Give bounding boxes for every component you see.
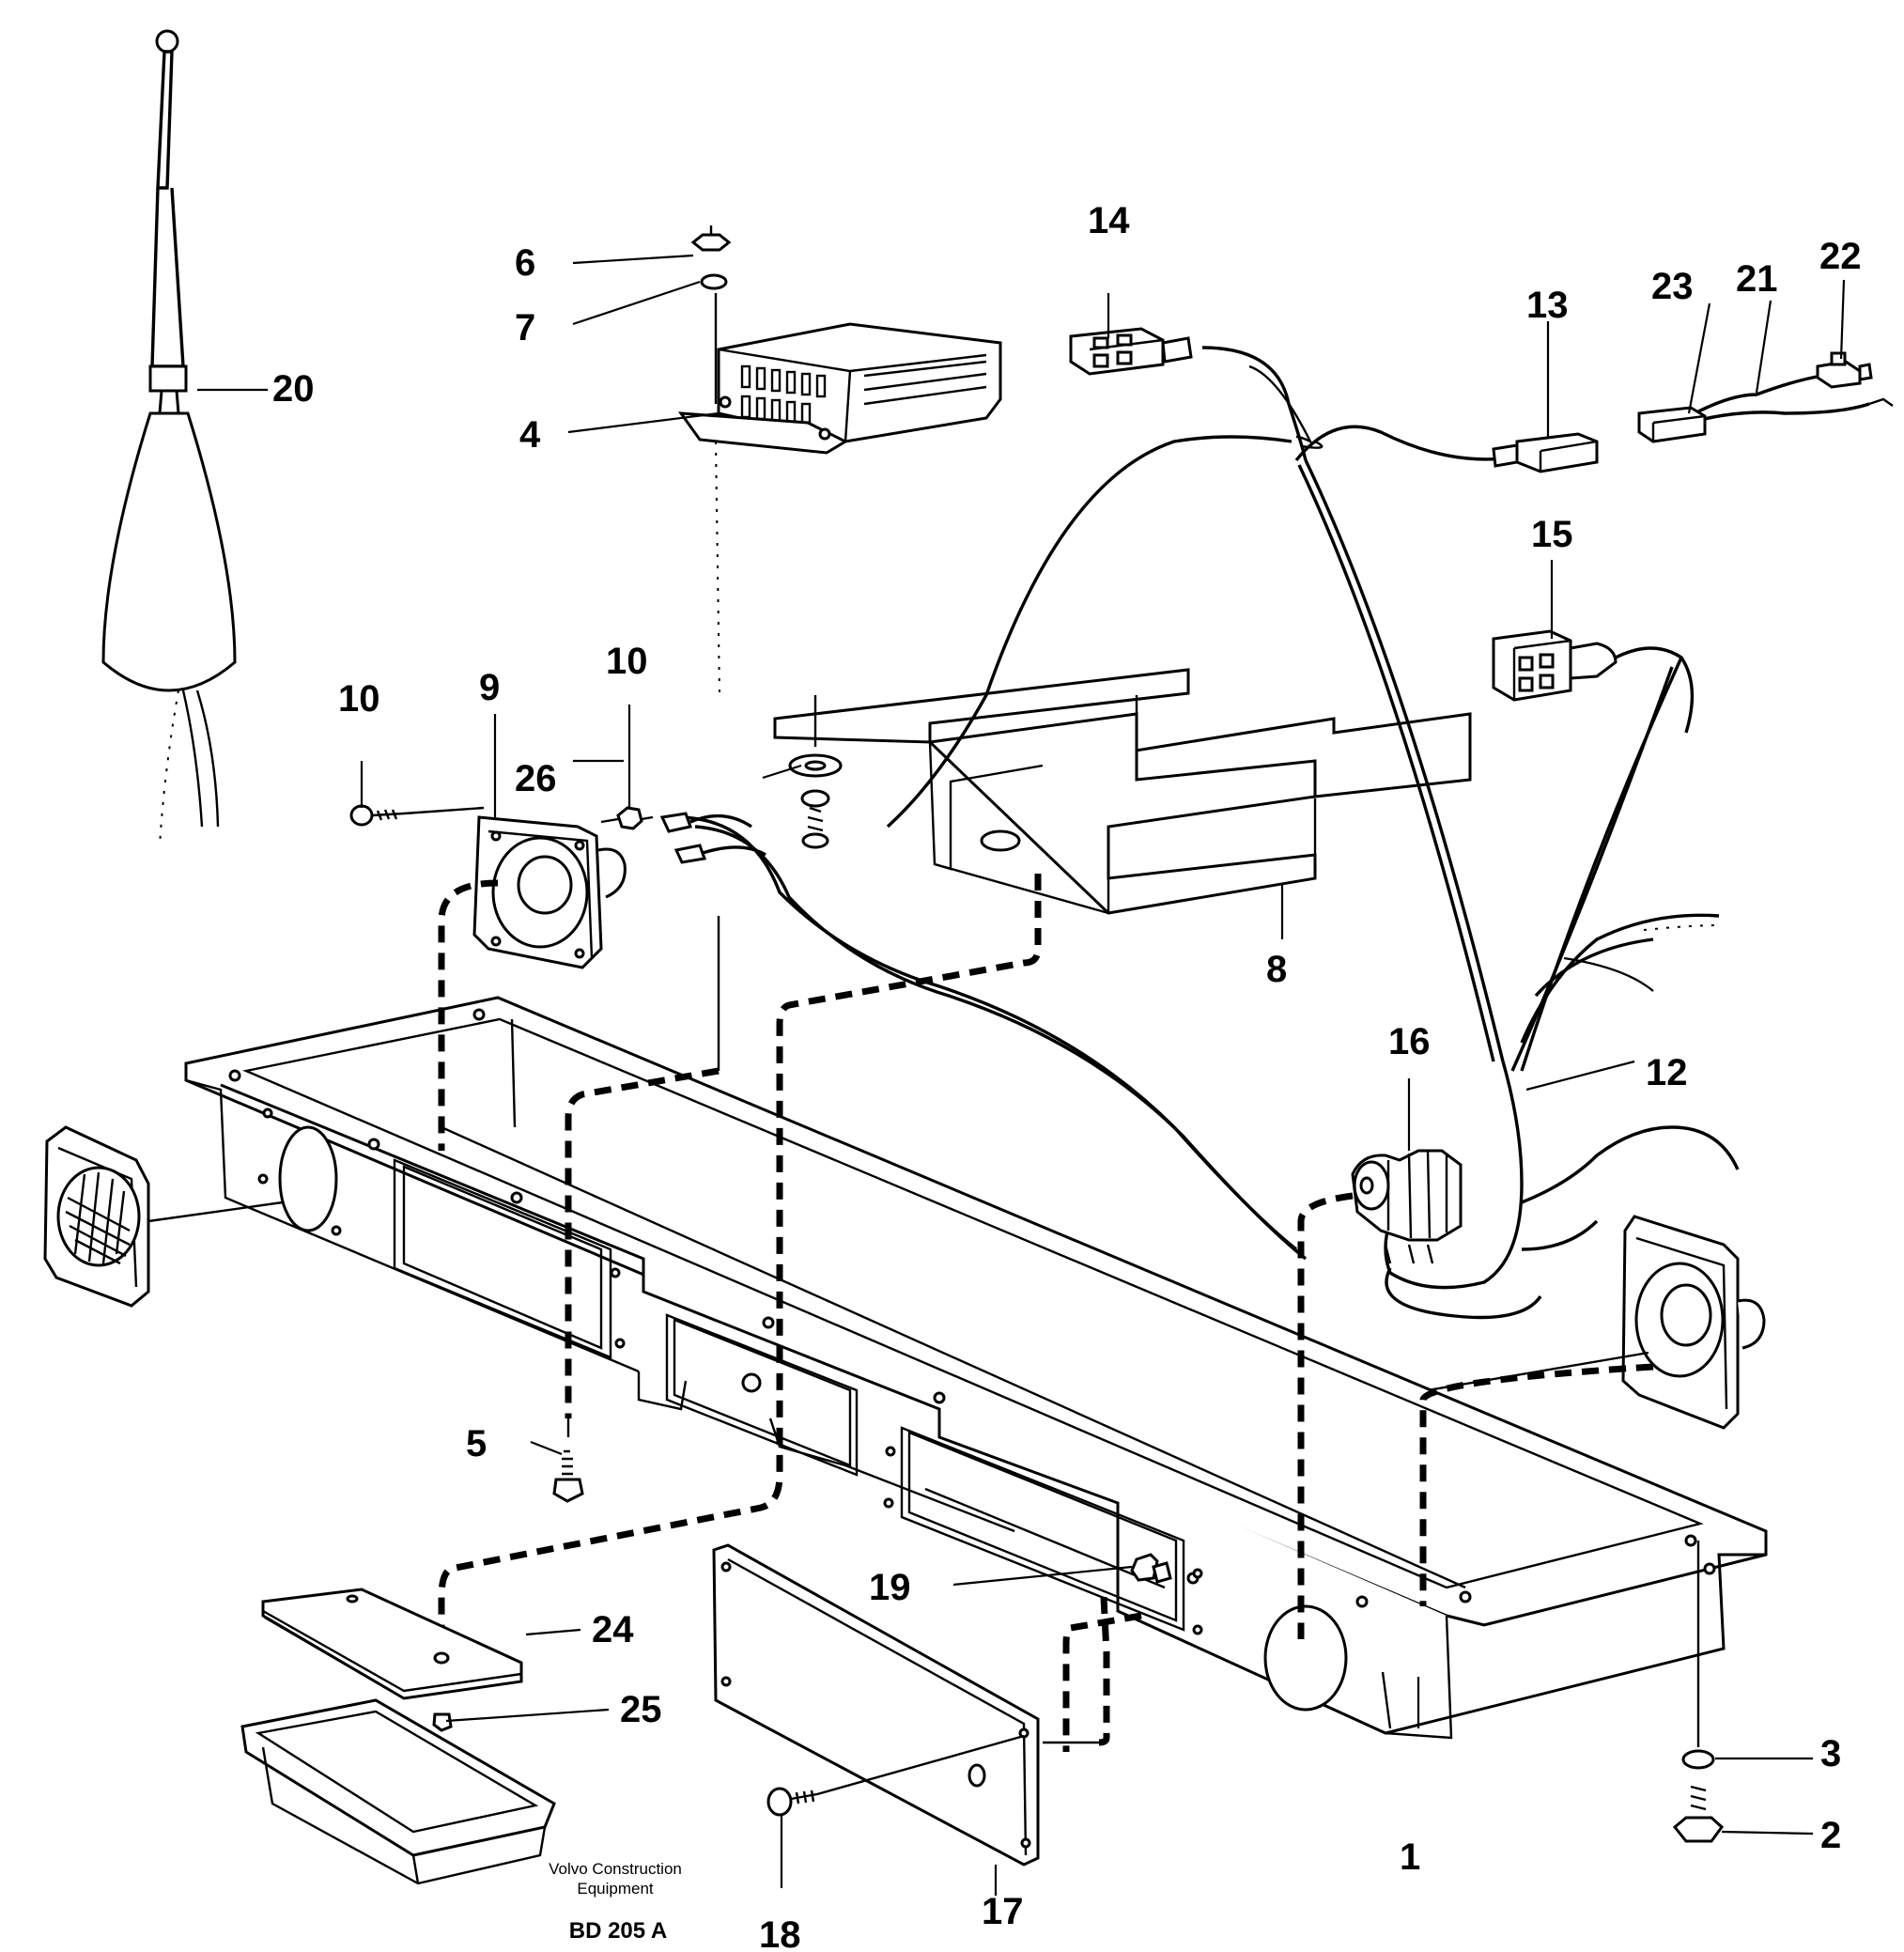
leader-lines (197, 254, 1846, 1896)
drawing-code: BD 205 A (569, 1918, 667, 1944)
wire-harness (675, 346, 1740, 1320)
speaker-left (43, 1125, 297, 1308)
part-label-24: 24 (592, 1609, 634, 1650)
mounting-bracket (773, 668, 1472, 915)
washer (700, 273, 728, 290)
part-label-4: 4 (519, 414, 541, 456)
radio-unit (677, 322, 1002, 455)
caption-company-line2: Equipment (577, 1880, 654, 1898)
part-label-25: 25 (620, 1689, 662, 1730)
part-label-17: 17 (982, 1891, 1024, 1932)
bolt-2 (1672, 1785, 1725, 1843)
connector-15 (1492, 629, 1695, 734)
assembly-lines (438, 874, 1700, 1752)
part-label-23: 23 (1651, 266, 1694, 307)
part-label-7: 7 (515, 307, 535, 349)
nut-3 (1681, 1749, 1715, 1770)
switch-16 (1351, 1149, 1463, 1264)
tray-25 (240, 1698, 556, 1885)
part-label-10-right: 10 (606, 641, 648, 682)
part-label-22: 22 (1819, 236, 1862, 277)
speaker-right (1427, 1215, 1766, 1430)
screw-5 (552, 1449, 584, 1503)
nut (690, 233, 732, 252)
antenna (101, 29, 237, 846)
screw-10-left (349, 804, 485, 827)
part-label-26: 26 (515, 758, 557, 799)
part-label-18: 18 (759, 1914, 801, 1952)
screw (788, 695, 843, 849)
part-label-5: 5 (466, 1423, 487, 1464)
main-housing (184, 996, 1768, 1740)
part-label-21: 21 (1736, 258, 1778, 300)
nut-10-right (600, 806, 654, 830)
connector-23 (1637, 406, 1707, 443)
part-label-8: 8 (1266, 949, 1287, 990)
part-label-3: 3 (1820, 1733, 1841, 1774)
part-label-20: 20 (272, 368, 315, 410)
part-labels: 1 2 3 4 5 6 7 8 9 10 10 12 13 14 15 16 1… (272, 200, 1862, 1952)
clip-19 (1130, 1553, 1172, 1584)
part-label-13: 13 (1526, 285, 1569, 326)
lid-24 (261, 1588, 523, 1700)
screw-18 (766, 1734, 1025, 1888)
connector-14 (1069, 327, 1193, 376)
caption: Volvo Construction Equipment BD 205 A (549, 1860, 682, 1944)
cable-21 (1680, 374, 1894, 426)
part-label-15: 15 (1531, 514, 1573, 555)
part-label-19: 19 (869, 1567, 911, 1608)
connector-13 (1492, 432, 1599, 473)
part-label-14: 14 (1088, 200, 1130, 241)
spade-connectors (659, 812, 766, 864)
caption-company: Volvo Construction (549, 1860, 682, 1878)
part-label-6: 6 (515, 242, 535, 284)
part-label-1: 1 (1400, 1836, 1420, 1878)
cover-plate (712, 1543, 1040, 1867)
part-label-2: 2 (1820, 1815, 1841, 1856)
part-label-9: 9 (479, 667, 500, 708)
part-label-16: 16 (1388, 1021, 1431, 1062)
part-label-12: 12 (1646, 1052, 1688, 1093)
speaker-top (472, 815, 627, 969)
connector-22 (1816, 351, 1873, 389)
part-label-10-left: 10 (338, 678, 380, 720)
